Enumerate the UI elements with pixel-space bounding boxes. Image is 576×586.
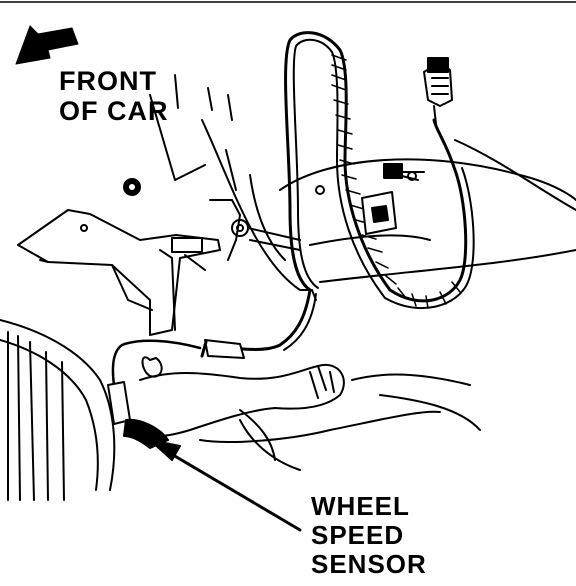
- harness-clip-lower: [315, 185, 397, 235]
- sensor-callout-arrow-icon: [149, 439, 302, 532]
- sensor-label-line-2: SPEED: [311, 520, 405, 551]
- front-of-car-line-2: OF CAR: [59, 96, 169, 127]
- sensor-label-line-3: SENSOR: [311, 549, 427, 580]
- front-direction-arrow-icon: [15, 25, 79, 65]
- wheel-speed-sensor-label: WHEEL SPEED SENSOR: [311, 491, 427, 580]
- mounting-bracket: [17, 209, 221, 336]
- harness-connector: [423, 57, 453, 125]
- body-panel: [149, 74, 576, 291]
- mounting-bolt: [123, 178, 141, 196]
- wheel-speed-sensor-body: [107, 381, 169, 449]
- steering-knuckle: [139, 356, 481, 471]
- front-of-car-line-1: FRONT: [59, 66, 157, 96]
- tire: [0, 319, 116, 501]
- harness-clip-upper: [383, 163, 425, 181]
- front-of-car-label: FRONT OF CAR: [59, 66, 169, 126]
- sensor-harness: [284, 31, 475, 310]
- sensor-label-line-1: WHEEL: [311, 491, 410, 521]
- sensor-cable: [111, 288, 317, 412]
- strut: [209, 149, 301, 261]
